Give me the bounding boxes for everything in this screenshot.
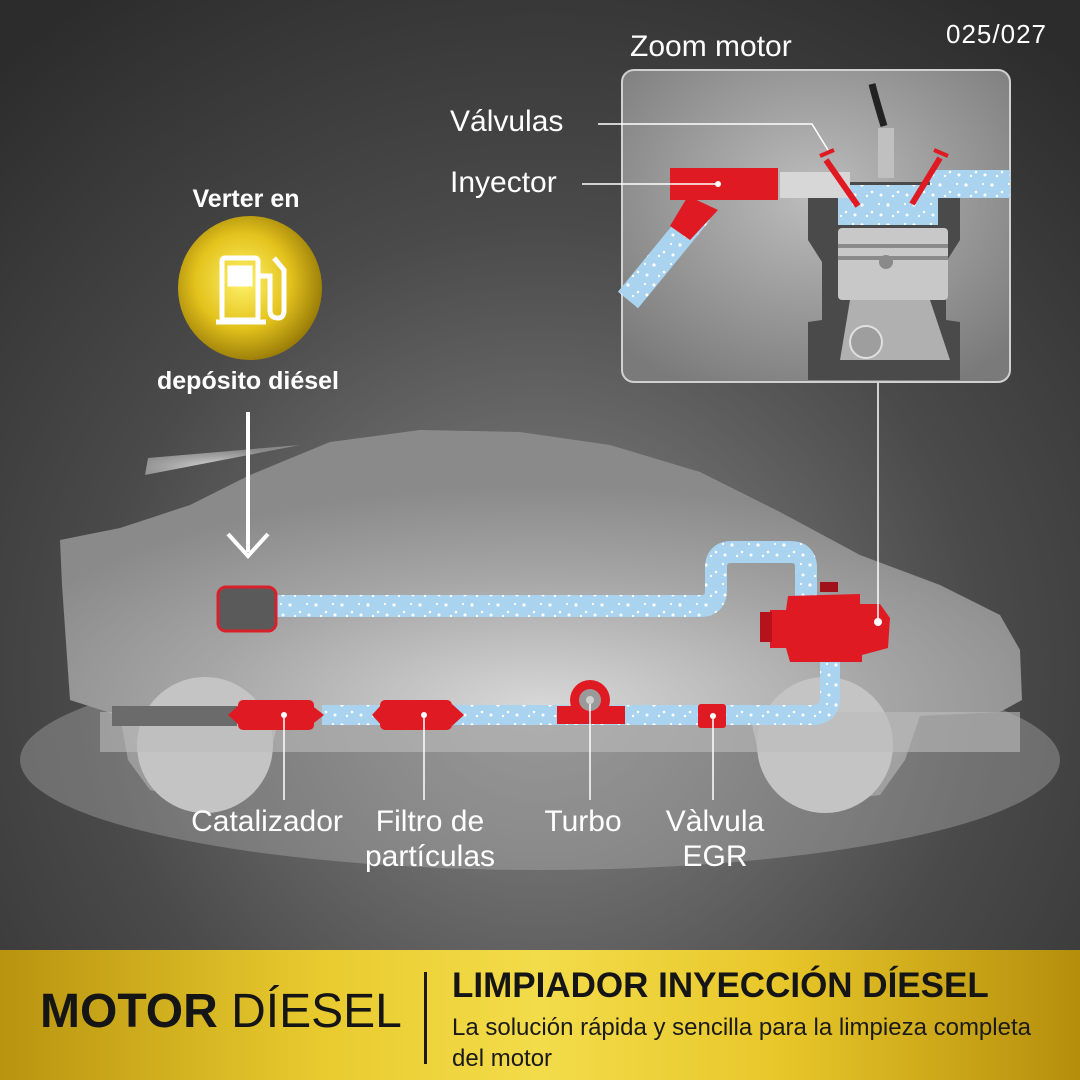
pour-instruction-line1: Verter en [192,185,300,213]
banner-divider [424,972,427,1064]
page-number: 025/027 [946,19,1047,49]
fuel-line [262,541,817,617]
egr-valve [698,704,726,728]
egr-valve-label: Vàlvula EGR [665,805,765,873]
banner-motor-light: DÍESEL [217,985,402,1038]
turbo [557,680,625,724]
catalyst-label: Catalizador [191,805,343,838]
engine-cylinder-zoom [617,83,1010,380]
fuel-pump-badge [178,216,322,360]
fuel-tank [216,585,278,633]
banner-heading: LIMPIADOR INYECCIÓN DÍESEL [452,966,989,1005]
engine-block [760,582,890,662]
exhaust-line [322,648,840,725]
particle-filter [372,700,464,730]
tailpipe [112,706,237,726]
banner-subtitle: La solución rápida y sencilla para la li… [452,1014,1031,1073]
valves-label: Válvulas [450,105,564,138]
zoom-title: Zoom motor [630,30,792,63]
particle-filter-label: Filtro de partículas [364,805,496,873]
turbo-label: Turbo [544,805,622,838]
product-banner [0,950,1080,1080]
catalyst [228,700,324,730]
banner-motor-title: MOTOR DÍESEL [40,984,402,1039]
injector-label: Inyector [450,166,557,199]
fuel-pump-icon [216,255,287,325]
banner-motor-bold: MOTOR [40,985,218,1038]
pour-instruction-line2: depósito diésel [157,367,339,395]
